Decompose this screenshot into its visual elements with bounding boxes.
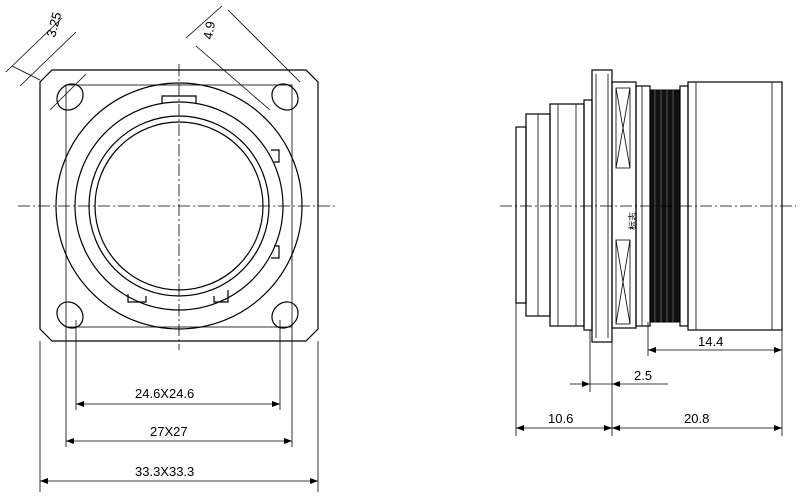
front-shell bbox=[549, 103, 585, 327]
dim-flange-outer: 33.3X33.3 bbox=[40, 464, 318, 484]
dim-flange-outer-label: 33.3X33.3 bbox=[135, 464, 194, 479]
flange-outline bbox=[39, 69, 319, 342]
front-shell-step bbox=[583, 99, 593, 331]
dim-rear-length: 14.4 bbox=[648, 334, 782, 353]
mounting-hole-bottom-right bbox=[271, 301, 299, 329]
dim-flange-inner: 27X27 bbox=[66, 424, 292, 444]
dim-rear-total: 20.8 bbox=[612, 411, 782, 431]
mounting-hole-top-right bbox=[271, 83, 299, 111]
keyway-right-upper bbox=[271, 149, 280, 163]
dim-rear-total-label: 20.8 bbox=[684, 411, 709, 426]
dim-hole-diameter-label: 4.9 bbox=[200, 20, 218, 40]
coupling-nut bbox=[611, 81, 637, 329]
dim-flange-inner-label: 27X27 bbox=[150, 424, 188, 439]
front-plug-tip bbox=[515, 126, 527, 304]
dim-flange-thickness: 2.5 bbox=[570, 368, 668, 387]
dim-flange-thickness-label: 2.5 bbox=[634, 368, 652, 383]
dim-hole-offset-label: 3.25 bbox=[43, 10, 64, 38]
keyway-bottom-right bbox=[213, 290, 229, 303]
front-view: 3.25 4.9 24.6X24.6 27X27 bbox=[5, 5, 336, 492]
mounting-hole-bottom-left bbox=[56, 301, 84, 329]
mounting-holes bbox=[56, 83, 299, 329]
mounting-hole-top-left bbox=[56, 83, 84, 111]
dim-hole-diameter: 4.9 bbox=[185, 5, 301, 111]
marking-label: 标志 bbox=[627, 212, 638, 230]
dim-rear-length-label: 14.4 bbox=[698, 334, 723, 349]
dim-front-length: 10.6 bbox=[516, 411, 612, 431]
keyway-bottom-left bbox=[127, 294, 147, 303]
dim-bolt-spacing: 24.6X24.6 bbox=[76, 386, 280, 407]
dim-hole-offset: 3.25 bbox=[5, 10, 87, 111]
dim-bolt-spacing-label: 24.6X24.6 bbox=[135, 386, 194, 401]
side-view: 标志 14.4 bbox=[500, 69, 796, 436]
dim-front-length-label: 10.6 bbox=[548, 411, 573, 426]
keyway-right-lower bbox=[271, 245, 280, 259]
